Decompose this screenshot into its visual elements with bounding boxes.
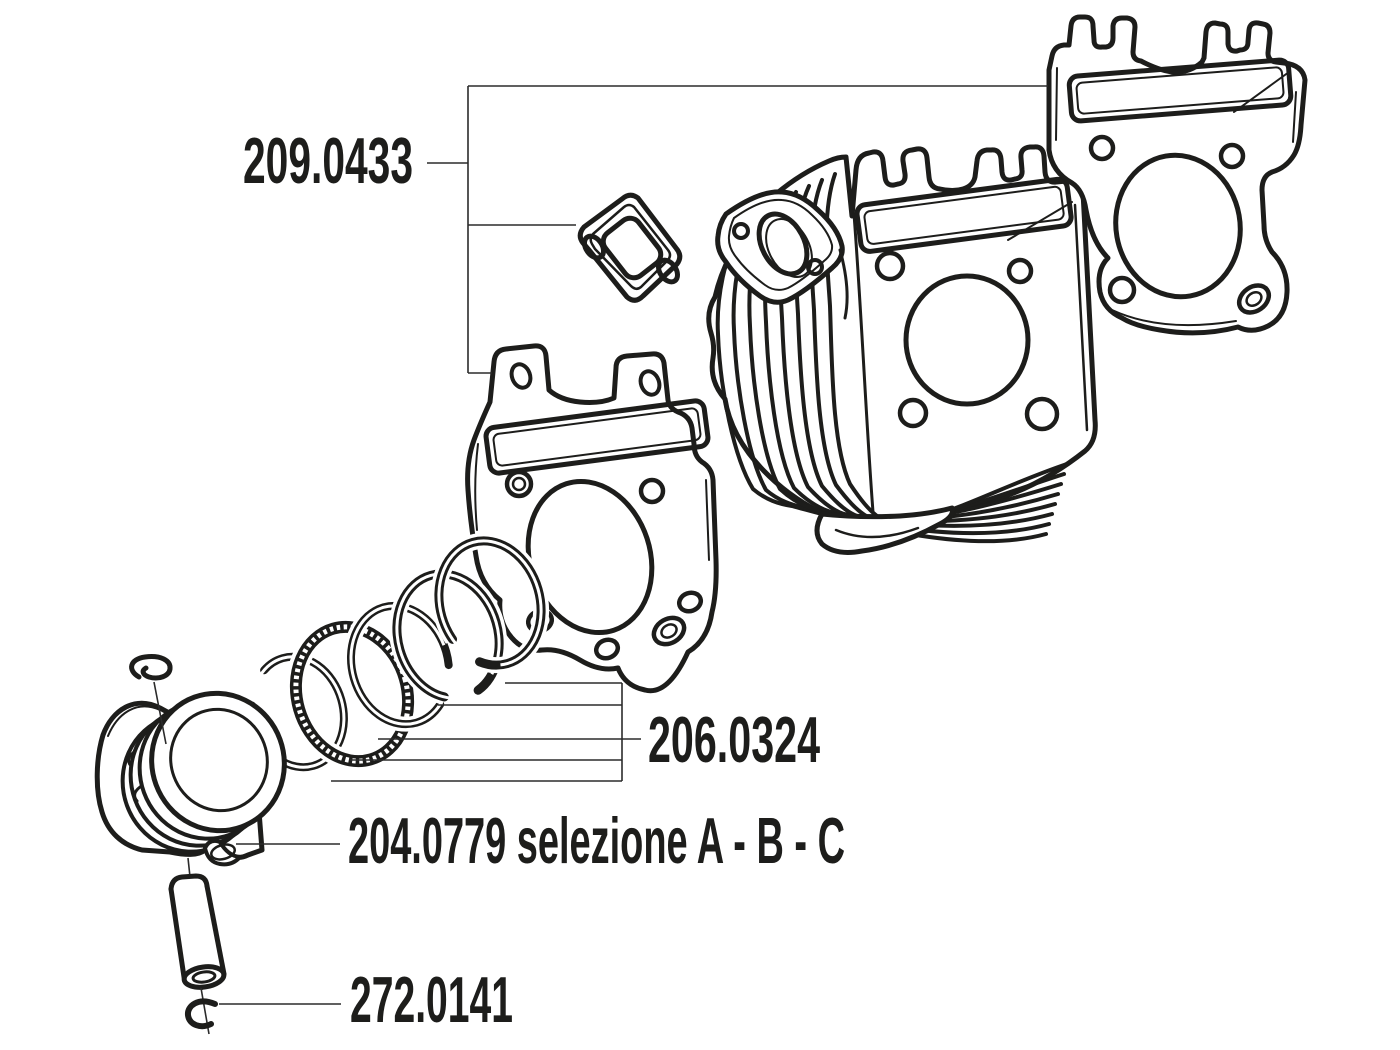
cylinder-top-slot bbox=[854, 176, 1074, 254]
top-compression-ring bbox=[430, 532, 550, 674]
part-number-piston-selection: 204.0779 selezione A - B - C bbox=[348, 804, 845, 877]
cylinder-drawing bbox=[706, 144, 1098, 555]
piston-ring-set-drawing bbox=[244, 532, 550, 775]
base-gasket-drawing bbox=[465, 343, 719, 694]
oil-rail-ring-2 bbox=[343, 598, 457, 732]
leader-lines bbox=[219, 85, 1048, 1005]
second-compression-ring bbox=[388, 565, 508, 707]
exhaust-gasket-drawing bbox=[577, 192, 683, 303]
cylinder-spigot bbox=[814, 505, 955, 555]
piston-pin-drawing bbox=[168, 857, 227, 1035]
part-number-pin-circlip: 272.0141 bbox=[350, 963, 513, 1036]
part-number-gasket-set: 209.0433 bbox=[243, 124, 413, 197]
part-number-piston-ring-set: 206.0324 bbox=[648, 703, 820, 776]
head-gasket-bore bbox=[1113, 152, 1243, 300]
pin-end bbox=[181, 964, 227, 990]
piston-drawing bbox=[94, 690, 287, 867]
head-gasket-drawing bbox=[1046, 14, 1308, 336]
circlip-top-drawing bbox=[129, 654, 173, 745]
intake-flange bbox=[715, 189, 849, 320]
circlip-bottom bbox=[185, 998, 218, 1030]
cylinder-bore bbox=[903, 273, 1031, 407]
